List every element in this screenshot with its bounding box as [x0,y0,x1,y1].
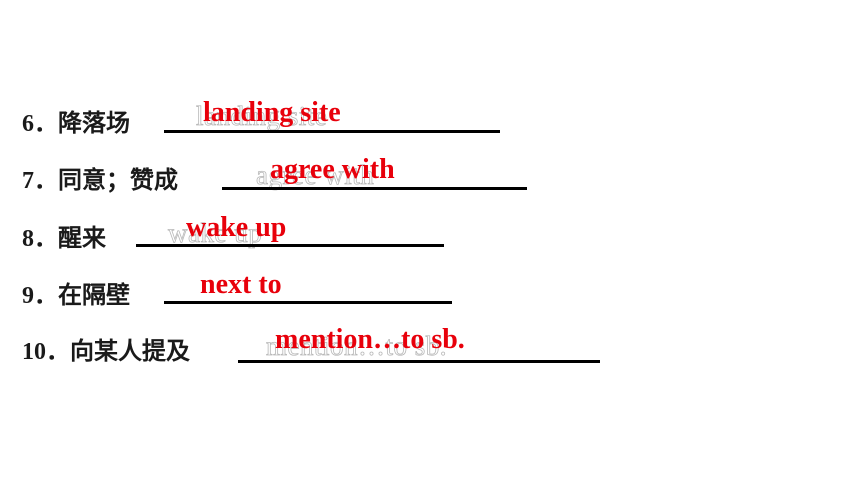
answer-text: mention…to sb. [275,324,465,355]
answer-underline [238,360,600,363]
answer-text: agree with [270,154,395,185]
answer-underline [136,244,444,247]
ghost-answer: wake up [168,218,263,249]
ghost-answer: mention…to sb. [266,331,447,362]
exercise-item: 6．降落场 landing site landing site [0,97,860,139]
item-prompt: 9．在隔壁 [22,283,130,309]
exercise-item: 8．醒来 wake up wake up [0,212,860,254]
answer-text: landing site [203,97,341,128]
answer-underline [164,130,500,133]
answer-underline [222,187,527,190]
exercise-item: 10．向某人提及 mention…to sb. mention…to sb. [0,324,860,367]
item-prompt: 6．降落场 [22,111,130,137]
exercise-item: 9．在隔壁 next to [0,269,860,311]
answer-text: next to [200,269,282,300]
item-prompt: 8．醒来 [22,226,106,252]
item-prompt: 10．向某人提及 [22,339,190,365]
item-prompt: 7．同意；赞成 [22,168,178,194]
answer-underline [164,301,452,304]
answer-text: wake up [186,212,287,243]
exercise-item: 7．同意；赞成 agree with agree with [0,154,860,196]
ghost-answer: agree with [256,160,375,191]
ghost-answer: landing site [196,101,328,132]
